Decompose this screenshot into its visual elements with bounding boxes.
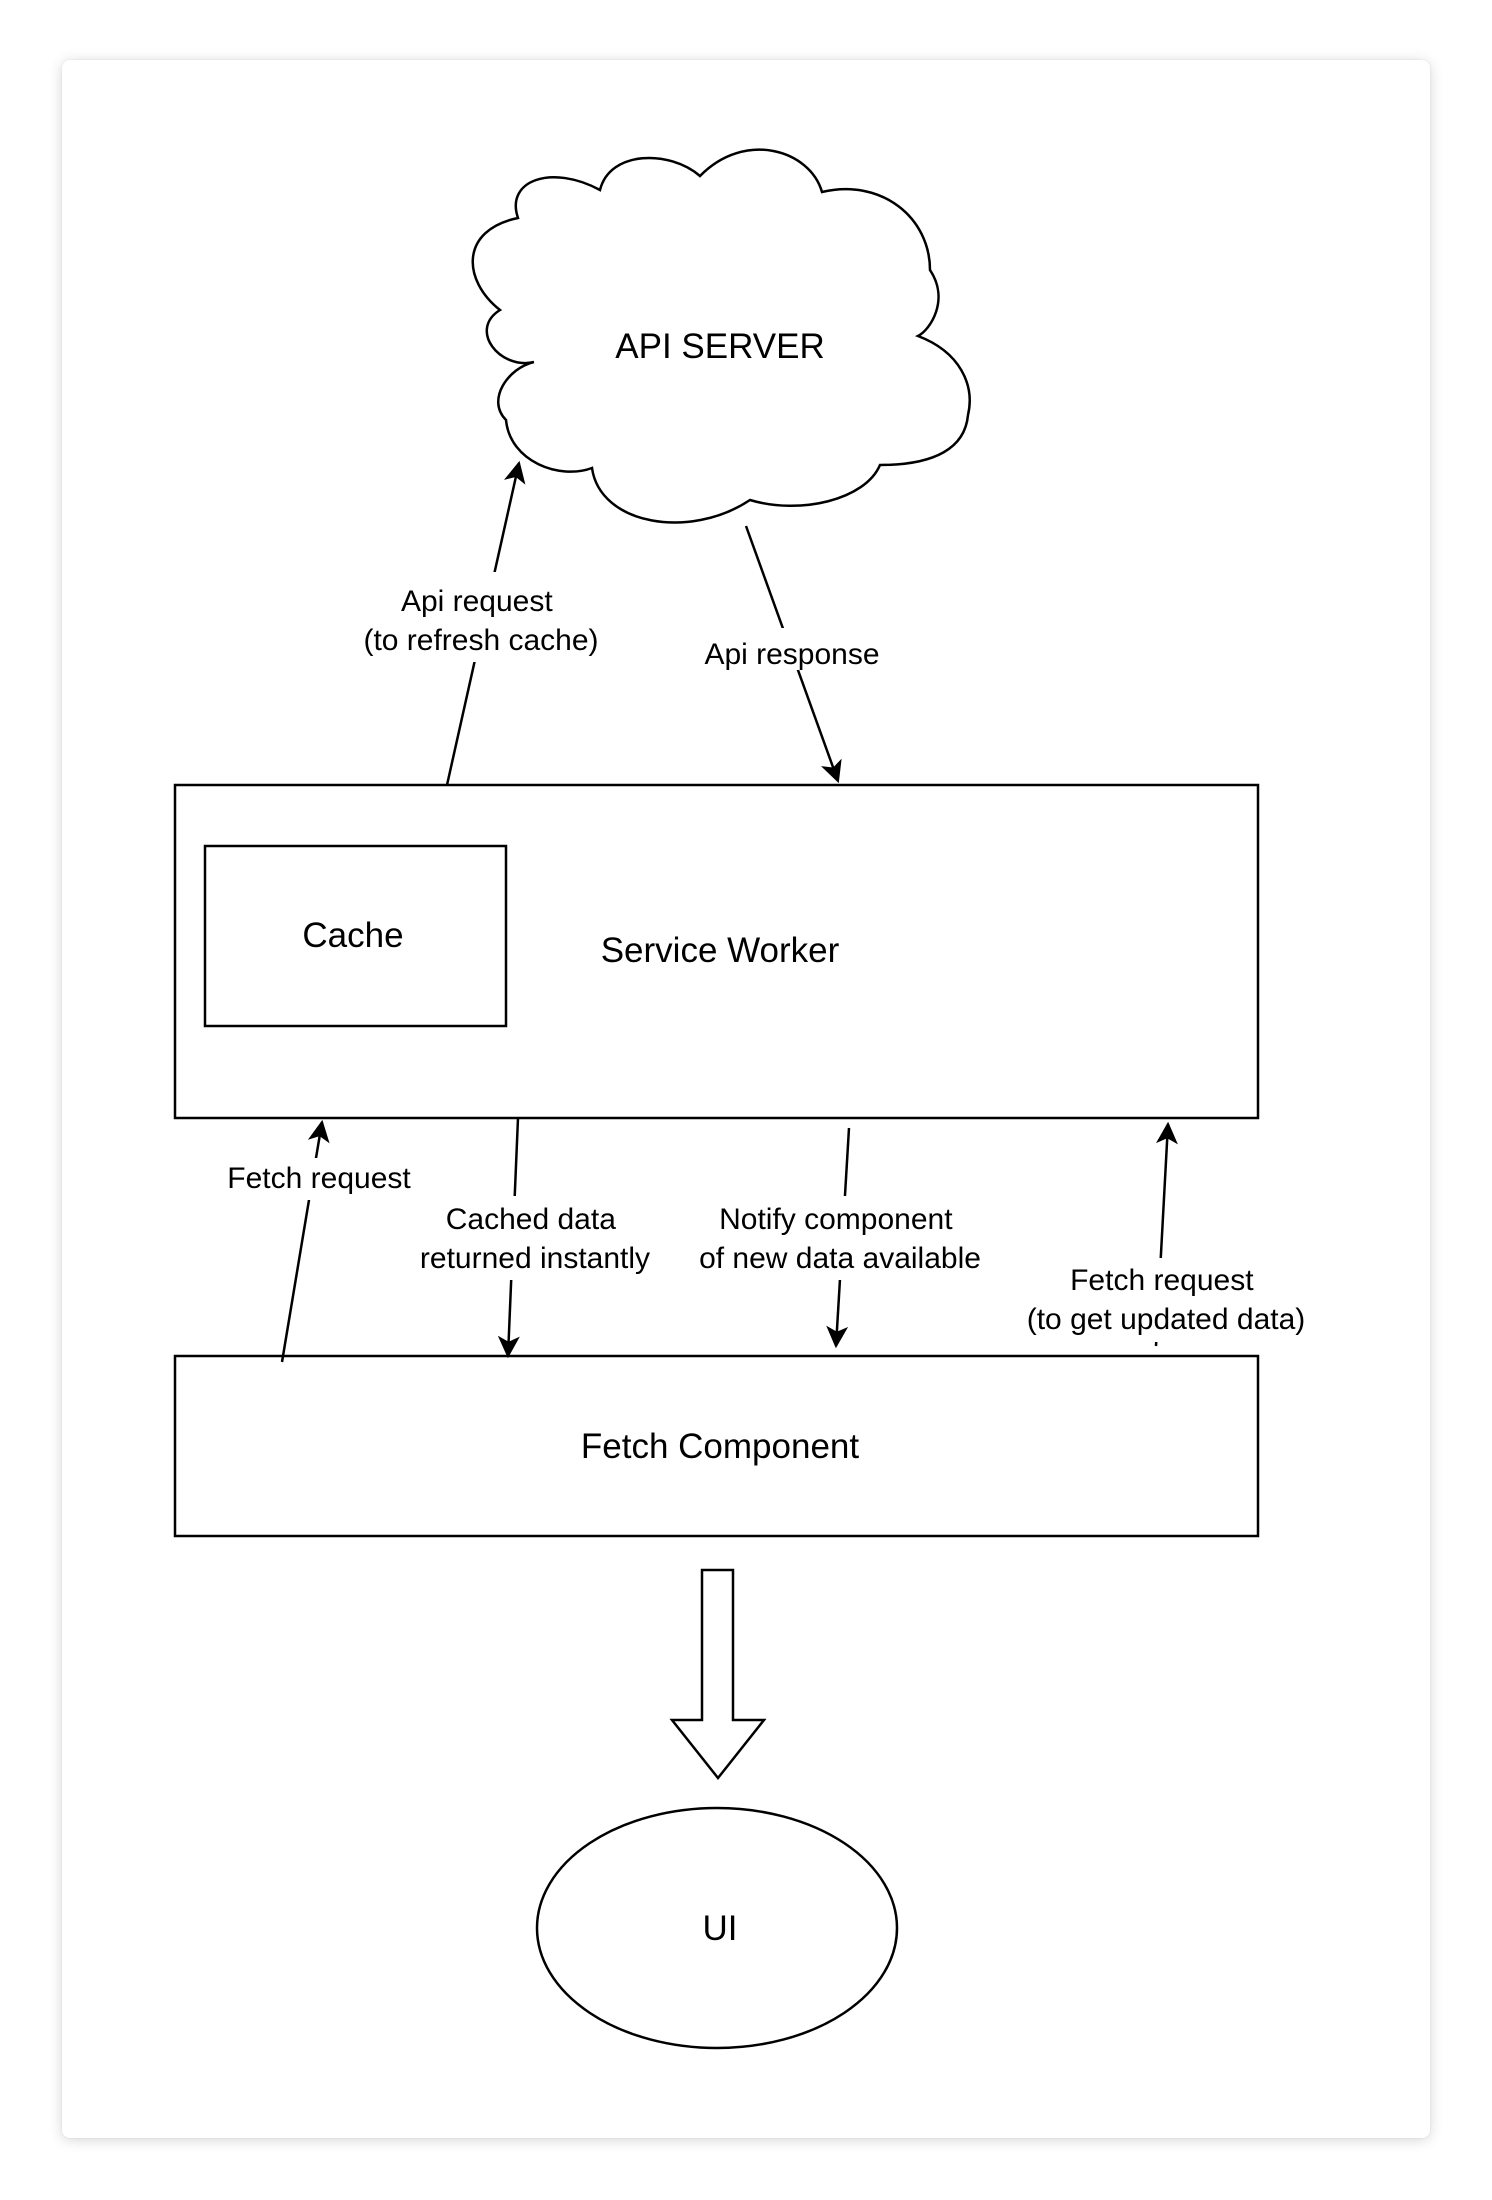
api-response-label-bg (692, 628, 892, 670)
notify-component-label: Notify component of new data available (699, 1203, 981, 1275)
block-arrow-down (669, 1568, 767, 1781)
fetch-request-edge: Fetch request (214, 1119, 424, 1363)
ui-label: UI (703, 1909, 738, 1948)
api-request-edge: Api request (to refresh cache) (340, 460, 620, 786)
api-server-node: API SERVER (471, 148, 971, 524)
api-request-label-bg (340, 572, 620, 662)
service-worker-label: Service Worker (601, 931, 840, 970)
fetch-request-label: Fetch request (227, 1162, 411, 1195)
api-server-label: API SERVER (615, 327, 824, 366)
fetch-updated-label: Fetch request (to get updated data) (1027, 1264, 1306, 1336)
ui-node: UI (535, 1806, 899, 2050)
notify-component-edge: Notify component of new data available (680, 1127, 1000, 1349)
cached-data-label: Cached data returned instantly (420, 1203, 650, 1275)
api-request-label: Api request (to refresh cache) (363, 585, 598, 657)
cache-box (203, 844, 508, 1028)
notify-component-label-bg (680, 1196, 1000, 1280)
fetch-updated-edge: Fetch request (to get updated data) (1010, 1121, 1320, 1347)
fetch-component-box (173, 1354, 1260, 1538)
fetch-request-label-bg (214, 1158, 424, 1200)
fetch-component-label: Fetch Component (581, 1427, 859, 1466)
fetch-updated-label-bg (1010, 1258, 1320, 1342)
cache-label: Cache (302, 916, 403, 955)
service-worker-box (173, 783, 1260, 1120)
api-response-label: Api response (704, 638, 879, 671)
cached-data-label-bg (404, 1196, 666, 1280)
cache-node: Cache (203, 844, 508, 1028)
cached-data-edge: Cached data returned instantly (404, 1117, 666, 1359)
fetch-component-node: Fetch Component (173, 1354, 1260, 1538)
service-worker-node: Service Worker (173, 783, 1260, 1120)
ui-ellipse (535, 1806, 899, 2050)
api-response-edge: Api response (692, 525, 892, 784)
cloud-shape (471, 148, 971, 524)
